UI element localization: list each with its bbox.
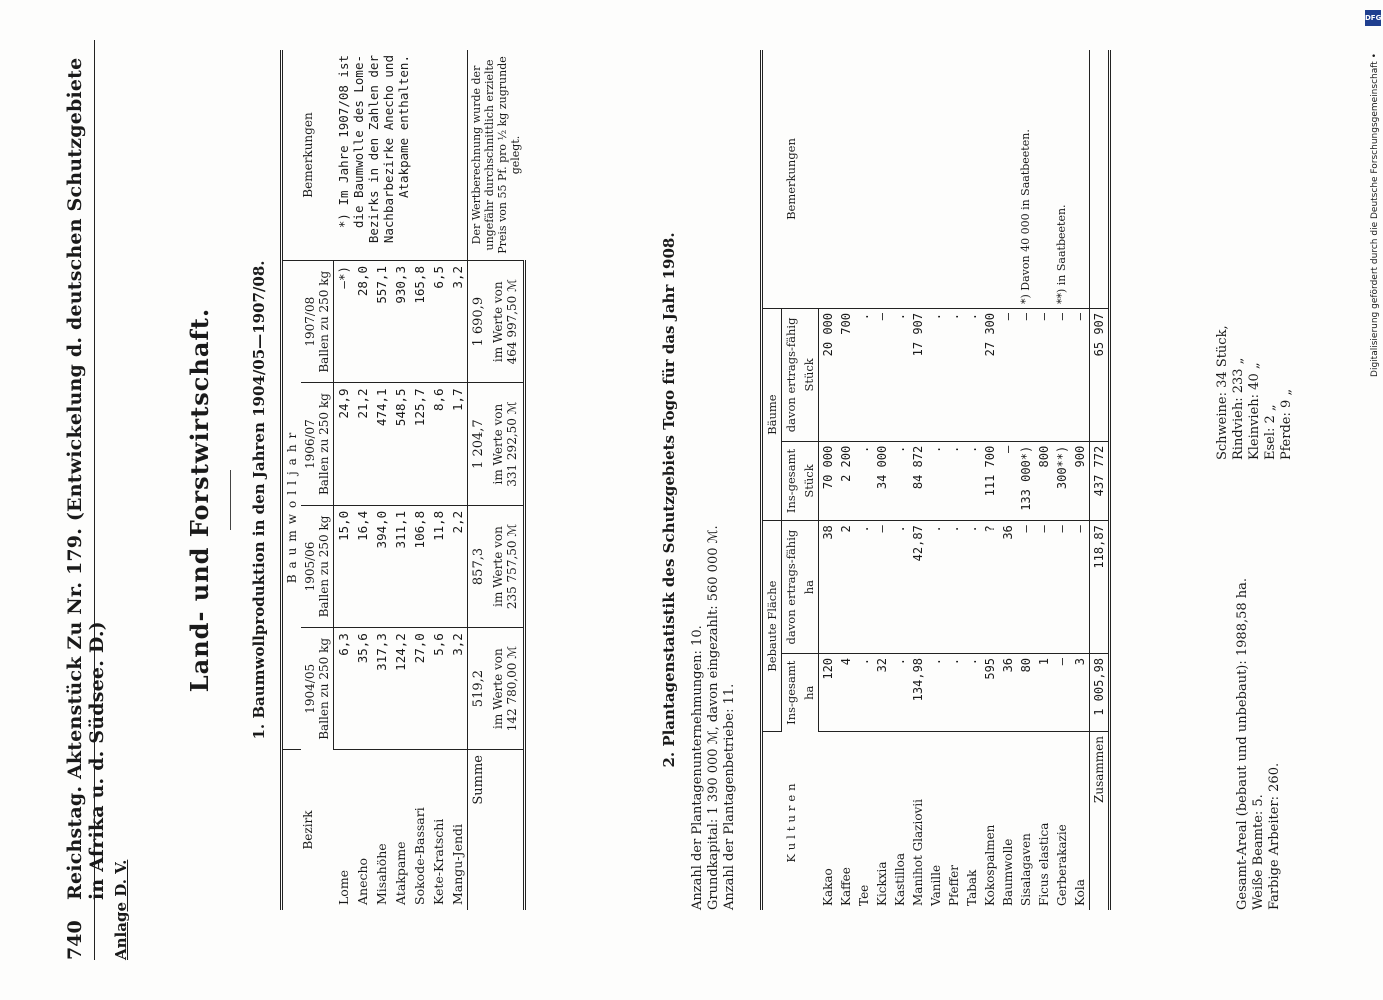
main-title: Land- und Forstwirtschaft.	[185, 307, 214, 693]
header-title: Reichstag. Aktenstück Zu Nr. 179. (Entwi…	[64, 57, 108, 900]
table-row: Sisalagaven 80 — 133 000*) — *) Davon 40…	[1017, 50, 1053, 910]
total-row: Zusammen 1 005,98 118,87 437 772 65 907	[1089, 50, 1110, 910]
table-row: Lome 6,3 15,0 24,9 —*) *) Im Jahre 1907/…	[333, 50, 468, 910]
sum-row: Summe 519,2 857,3 1 204,7 1 690,9 Der We…	[467, 50, 524, 910]
col-group: Baumwolljahr	[281, 260, 301, 750]
dfg-credit-text: Digitalisierung gefördert durch die Deut…	[1370, 53, 1380, 377]
remark-gerberakazie: **) in Saatbeeten.	[1053, 50, 1090, 309]
remark-price: Der Wertberechnung wurde der ungefähr du…	[467, 50, 524, 261]
remark-lome: *) Im Jahre 1907/08 ist die Baumwolle de…	[333, 50, 468, 261]
plantation-facts: Anzahl der Plantagenunternehmungen: 10. …	[690, 525, 737, 910]
col-baeume: Bäume	[761, 308, 782, 521]
separator	[230, 470, 231, 530]
plantation-table: Kulturen Bebaute Fläche Bäume Bemerkunge…	[760, 50, 1111, 910]
area-summary: Gesamt-Areal (bebaut und unbebaut): 1988…	[1235, 577, 1282, 910]
livestock-summary: Schweine: 34 Stück, Rindvieh: 233 „ Klei…	[1215, 325, 1294, 460]
col-bezirk: Bezirk	[281, 749, 334, 910]
remark-sisal: *) Davon 40 000 in Saatbeeten.	[1017, 50, 1053, 309]
section2-heading: 2. Plantagenstatistik des Schutzgebiets …	[660, 232, 678, 768]
dfg-logo-icon: DFG	[1365, 10, 1381, 26]
col-kulturen: Kulturen	[761, 731, 819, 910]
appendix-label: Anlage D. V.	[112, 859, 130, 960]
page-number: 740	[64, 920, 86, 960]
running-header: 740 Reichstag. Aktenstück Zu Nr. 179. (E…	[60, 40, 108, 960]
section1-heading: 1. Baumwollproduktion in den Jahren 1904…	[250, 260, 268, 740]
col-remarks: Bemerkungen	[281, 50, 334, 261]
dfg-credit-strip: DFG Digitalisierung gefördert durch die …	[1365, 10, 1381, 1000]
col-flaeche: Bebaute Fläche	[761, 520, 782, 732]
col-remarks2: Bemerkungen	[761, 50, 819, 309]
table-row: Kakao 120 38 70 000 20 000	[818, 50, 1017, 910]
table-row: Gerberakazie — — 300**) — **) in Saatbee…	[1053, 50, 1090, 910]
